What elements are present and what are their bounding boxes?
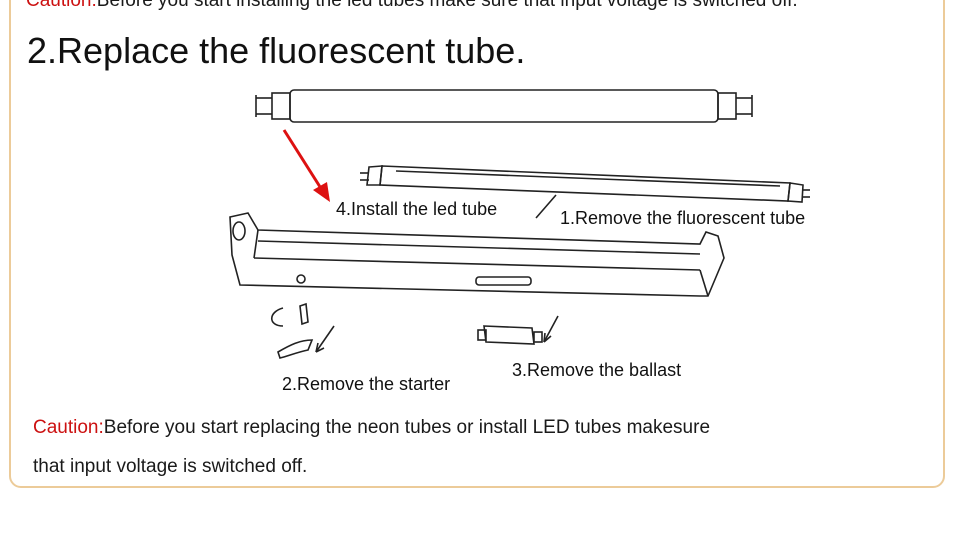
bottom-caution-line1: Caution:Before you start replacing the n… <box>33 408 710 447</box>
page-title-text: 2.Replace the fluorescent tube. <box>27 30 526 71</box>
top-caution: Caution:Before you start installing the … <box>26 0 798 12</box>
caution-text: Before you start installing the led tube… <box>96 0 798 11</box>
starter-illustration <box>270 302 335 359</box>
bottom-caution: Caution:Before you start replacing the n… <box>33 408 710 486</box>
caution-text-line1: Before you start replacing the neon tube… <box>103 417 711 438</box>
install-arrow <box>282 129 330 202</box>
ballast-illustration <box>477 315 559 345</box>
label-remove-starter: 2.Remove the starter <box>282 374 451 394</box>
label-install-led-tube: 4.Install the led tube <box>336 199 498 219</box>
caution-label: Caution: <box>33 417 104 438</box>
caution-text-line2: that input voltage is switched off. <box>33 456 308 477</box>
fluorescent-tube-illustration <box>360 165 810 203</box>
label-remove-ballast: 3.Remove the ballast <box>512 360 682 380</box>
fixture-housing-illustration <box>229 212 725 297</box>
label-remove-fluorescent-tube: 1.Remove the fluorescent tube <box>560 208 806 228</box>
content-panel <box>9 0 945 488</box>
caution-label: Caution: <box>26 0 97 11</box>
led-tube-illustration <box>255 89 753 123</box>
page-title: 2.Replace the fluorescent tube. <box>27 30 525 72</box>
